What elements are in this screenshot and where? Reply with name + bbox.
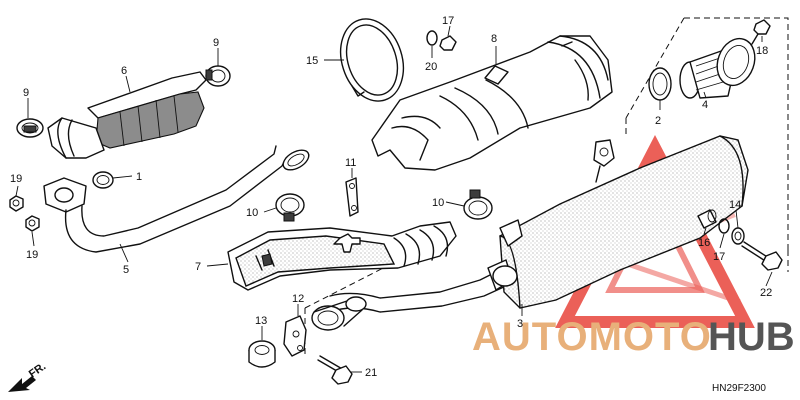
watermark-text: AUTOMOTO HUB: [472, 315, 795, 359]
middle-pipe-catalyzer: [227, 221, 457, 291]
band-clamp-9-left: [16, 118, 44, 138]
callout-21: 21: [365, 367, 377, 379]
callout-5: 5: [123, 264, 129, 276]
callout-22: 22: [760, 287, 772, 299]
callout-7: 7: [195, 261, 201, 273]
spark-arrester-4: [679, 37, 756, 99]
nut-19-upper: [9, 195, 24, 212]
front-direction-indicator: FR.: [8, 360, 48, 392]
callout-19-upper: 19: [10, 173, 22, 185]
callout-14: 14: [729, 199, 741, 211]
callout-9-left: 9: [23, 87, 29, 99]
exhaust-pipe: [43, 145, 310, 253]
arrow-front-icon: [8, 376, 36, 392]
muffler-assembly: [329, 135, 749, 313]
callout-13: 13: [255, 315, 267, 327]
callout-19-lower: 19: [26, 249, 38, 261]
bolt-21: [317, 355, 353, 385]
rear-gasket-pipe-joint: [311, 296, 367, 331]
callout-6: 6: [121, 65, 127, 77]
exhaust-heat-cover: [371, 35, 613, 171]
callout-4: 4: [702, 99, 708, 111]
band-clamp-9-upper: [205, 65, 231, 87]
watermark-text-part2: HUB: [708, 315, 795, 359]
washer-17-upper: [439, 35, 457, 51]
gasket-1: [92, 171, 114, 189]
gasket-13: [248, 340, 276, 368]
callout-3: 3: [517, 318, 523, 330]
callout-15: 15: [306, 55, 318, 67]
leader-lines: [15, 25, 773, 373]
callout-2: 2: [655, 115, 661, 127]
heat-protector: [47, 71, 207, 159]
band-clamp-10-right: [463, 189, 493, 220]
collar-16: [697, 209, 717, 229]
watermark-text-part1: AUTOMOTO: [472, 315, 712, 359]
muffler-end-gasket-2: [648, 67, 672, 101]
callout-17-lower: 17: [713, 251, 725, 263]
callout-10-left: 10: [246, 207, 258, 219]
callout-8: 8: [491, 33, 497, 45]
callout-1: 1: [136, 171, 142, 183]
diagram-code: HN29F2300: [712, 383, 766, 394]
washer-17-lower: [718, 218, 730, 234]
callout-12: 12: [292, 293, 304, 305]
band-clamp-10-left: [275, 193, 305, 222]
heat-shield-band: [339, 18, 405, 102]
callout-11: 11: [345, 157, 356, 169]
bolt-22: [741, 241, 783, 271]
exhaust-clamp-12: [283, 315, 307, 357]
rubber-14: [731, 227, 745, 245]
bolt-18: [751, 19, 771, 45]
callout-labels: 1 2 3 4 5 6 7 8 9 9 10 10 11 12 13 14 15…: [10, 15, 772, 379]
callout-9-upper: 9: [213, 37, 219, 49]
callout-20: 20: [425, 61, 437, 73]
washer-20: [426, 30, 438, 46]
callout-16: 16: [698, 237, 710, 249]
nut-19-lower: [25, 215, 40, 232]
callout-10-right: 10: [432, 197, 444, 209]
front-label: FR.: [27, 360, 48, 380]
callout-18: 18: [756, 45, 768, 57]
callout-17-upper: 17: [442, 15, 454, 27]
stay-bracket: [345, 177, 359, 217]
